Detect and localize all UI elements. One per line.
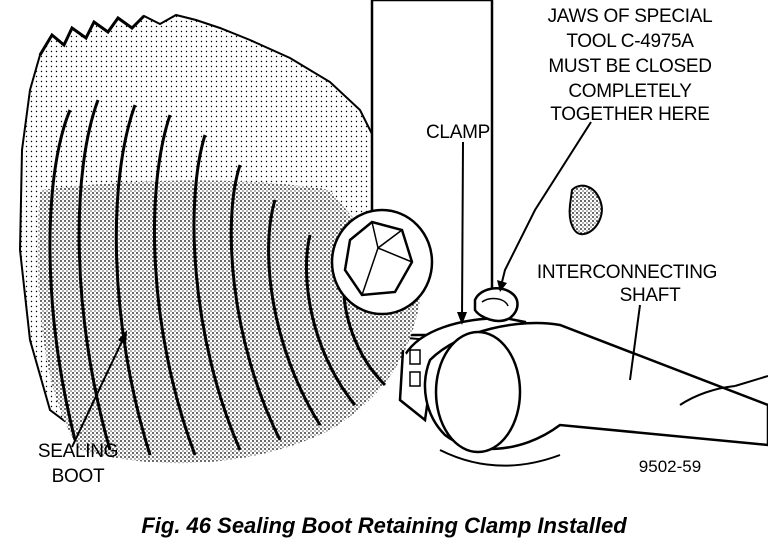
sealing-boot xyxy=(37,99,420,464)
jaws-label-line2: TOOL C-4975A xyxy=(566,31,694,52)
boot-label-line1: SEALING xyxy=(38,441,118,462)
jaws-label-line3: MUST BE CLOSED xyxy=(548,56,711,77)
hex-bolt xyxy=(330,208,434,316)
figure-id: 9502-59 xyxy=(639,457,701,476)
shaft-label-line1: INTERCONNECTING xyxy=(537,262,717,283)
jaws-label-line4: COMPLETELY xyxy=(568,81,692,102)
leader-lines xyxy=(71,121,641,448)
shaft-label-line2: SHAFT xyxy=(620,285,681,306)
jaws-label-line1: JAWS OF SPECIAL xyxy=(548,6,713,27)
figure-caption: Fig. 46 Sealing Boot Retaining Clamp Ins… xyxy=(141,513,627,538)
interconnecting-shaft xyxy=(423,321,768,467)
boot-label-line2: BOOT xyxy=(52,466,105,487)
clamp-label: CLAMP xyxy=(426,122,490,143)
jaws-label-line5: TOGETHER HERE xyxy=(550,104,709,125)
small-component xyxy=(568,184,603,236)
